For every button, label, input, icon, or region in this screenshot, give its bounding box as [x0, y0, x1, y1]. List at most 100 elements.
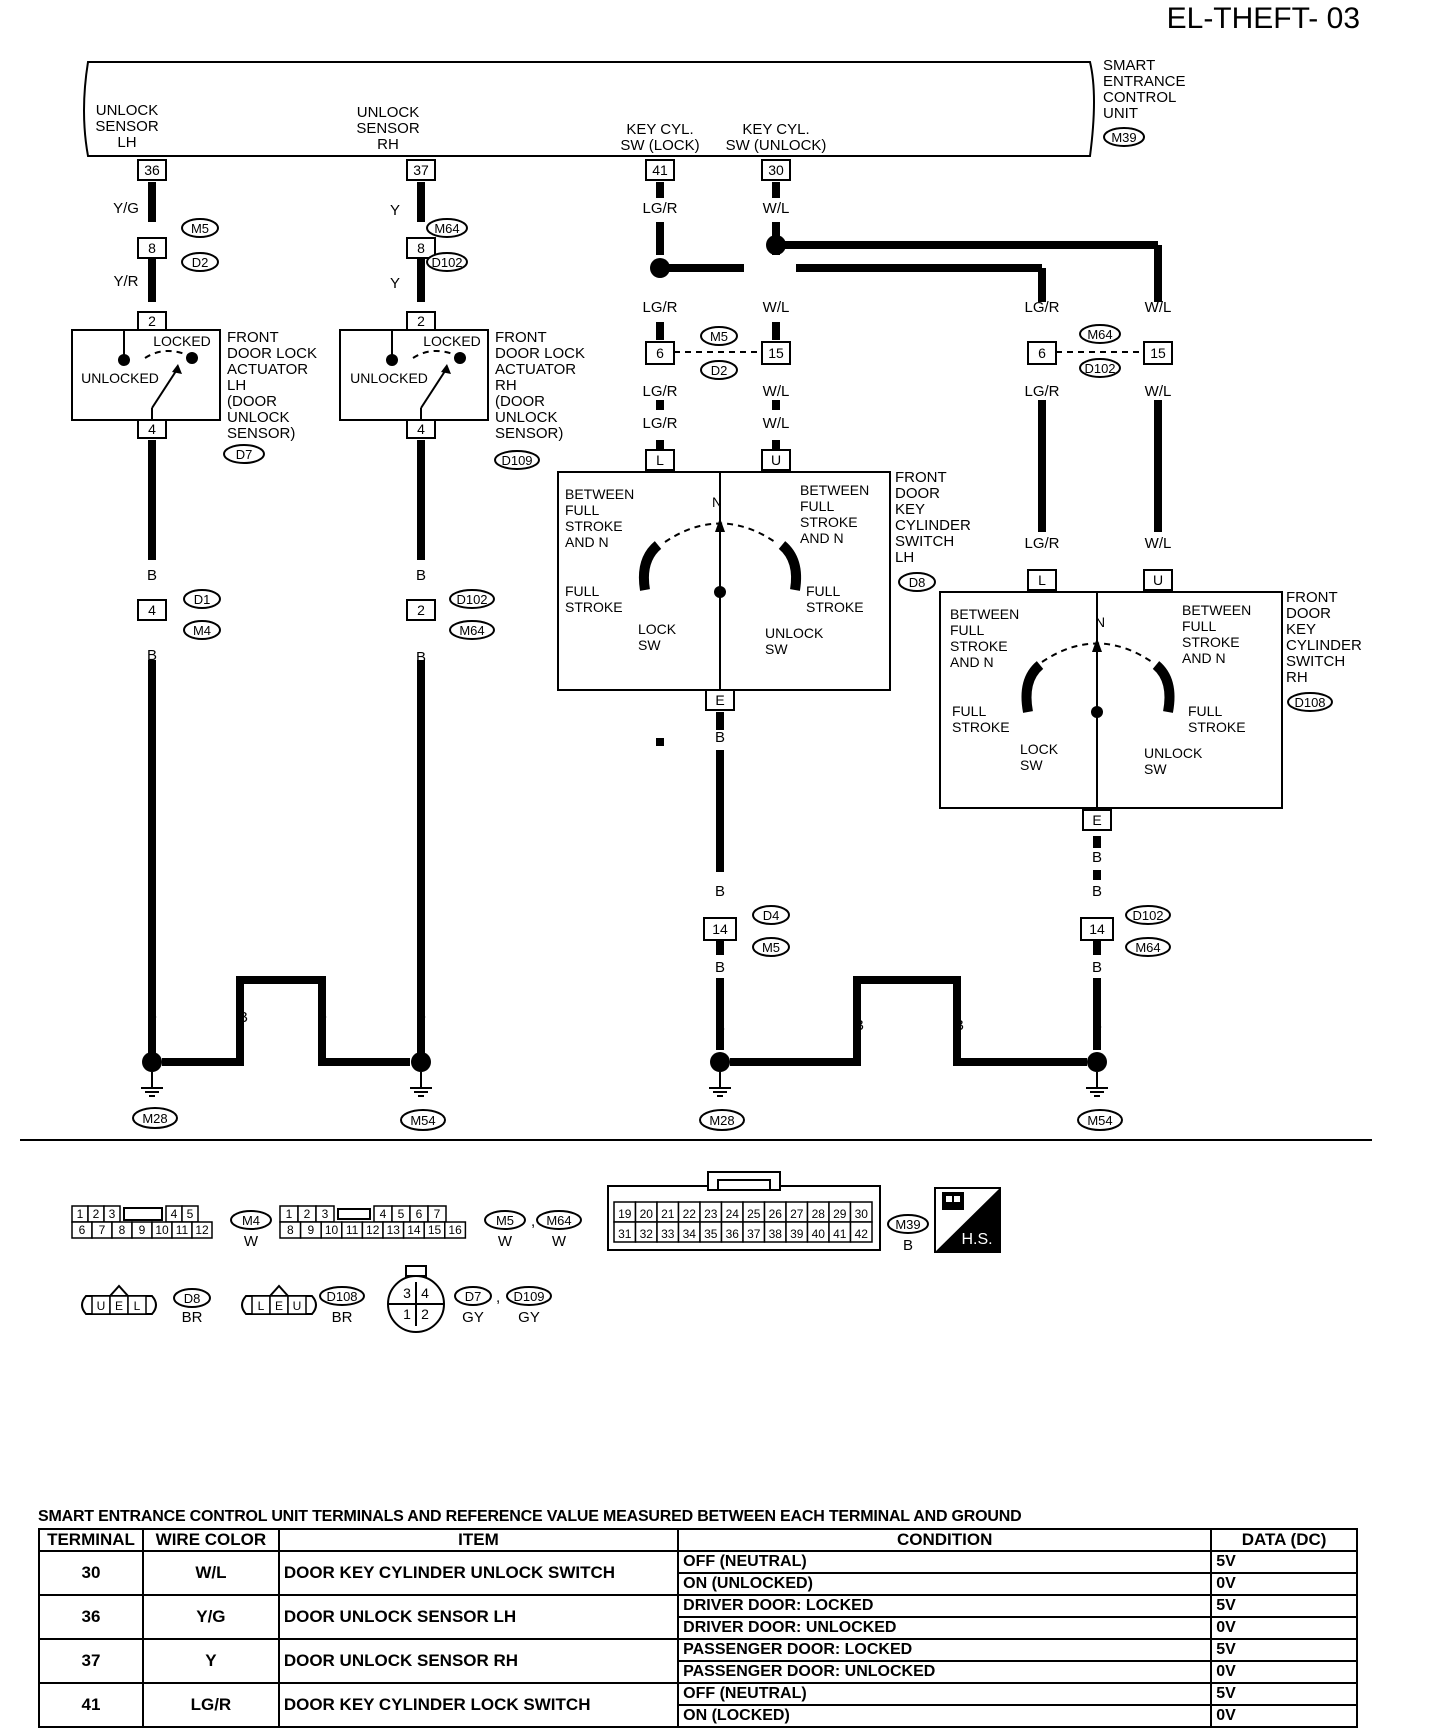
connector-tag-m5: M5 — [181, 218, 219, 238]
cell-item: DOOR KEY CYLINDER LOCK SWITCH — [277, 1682, 680, 1728]
legend-tag-m5: M5 — [484, 1210, 526, 1230]
legend-pin: 9 — [308, 1223, 315, 1237]
legend-pin: 42 — [855, 1227, 869, 1241]
legend-color-d108: BR — [332, 1309, 353, 1326]
svg-text:15: 15 — [1150, 345, 1166, 361]
svg-text:KEY CYL.: KEY CYL. — [626, 121, 693, 138]
svg-text:8: 8 — [417, 240, 425, 256]
legend-pin: 2 — [304, 1207, 311, 1221]
rh-lock-sw: LOCK SW — [1020, 741, 1059, 773]
cell-data: 5V — [1210, 1550, 1358, 1574]
svg-text:SWITCH: SWITCH — [1286, 653, 1345, 670]
table-row: DRIVER DOOR: UNLOCKED 0V — [39, 1616, 1358, 1640]
legend-pin: 2 — [93, 1207, 100, 1221]
legend-color-m4: W — [244, 1233, 259, 1250]
svg-text:UNLOCK: UNLOCK — [1144, 745, 1203, 761]
legend-pin: L — [258, 1299, 265, 1313]
svg-text:AND N: AND N — [565, 534, 609, 550]
rh-full-stroke-left: FULL STROKE — [952, 703, 1010, 735]
svg-text:FRONT: FRONT — [227, 329, 279, 346]
connector-tag-m64: M64 — [426, 218, 468, 238]
rh-full-stroke-right: FULL STROKE — [1188, 703, 1246, 735]
connector-tag-m5: M5 — [700, 326, 738, 346]
svg-text:SW: SW — [765, 641, 788, 657]
svg-text:STROKE: STROKE — [806, 599, 864, 615]
svg-text:KEY: KEY — [1286, 621, 1316, 638]
legend-pin: 24 — [726, 1207, 740, 1221]
svg-text:LOCKED: LOCKED — [153, 333, 211, 349]
legend-pin: 41 — [833, 1227, 847, 1241]
legend-pin: 28 — [812, 1207, 826, 1221]
svg-text:STROKE: STROKE — [565, 518, 623, 534]
svg-text:BETWEEN: BETWEEN — [950, 606, 1019, 622]
svg-text:30: 30 — [768, 162, 784, 178]
cell-condition: PASSENGER DOOR: UNLOCKED — [677, 1660, 1213, 1684]
legend-pin: 1 — [286, 1207, 293, 1221]
key-switch-lh-name: FRONT DOOR KEY CYLINDER SWITCH LH — [895, 469, 971, 566]
cell-condition: DRIVER DOOR: LOCKED — [677, 1594, 1213, 1618]
svg-text:8: 8 — [148, 240, 156, 256]
connector-tag-d102: D102 — [1079, 358, 1121, 378]
legend-pin: 19 — [618, 1207, 632, 1221]
col-header-terminal: TERMINAL — [38, 1528, 144, 1552]
legend-pin: 38 — [769, 1227, 783, 1241]
svg-text:FULL: FULL — [1182, 618, 1216, 634]
cell-wire-color: Y/G — [141, 1594, 280, 1640]
connector-tag-m64: M64 — [449, 620, 495, 640]
inline-connector-d4-m5-pin14: 14 — [703, 917, 737, 941]
svg-text:D8: D8 — [184, 1291, 201, 1306]
connector-tag-d102: D102 — [1125, 905, 1171, 925]
lh-full-stroke-left: FULL STROKE — [565, 583, 623, 615]
legend-pin: 20 — [640, 1207, 654, 1221]
legend-pin: 33 — [661, 1227, 675, 1241]
legend-pin: 16 — [448, 1223, 462, 1237]
svg-text:2: 2 — [417, 313, 425, 329]
wire-color-label: LG/R — [642, 415, 677, 432]
cell-condition: OFF (NEUTRAL) — [677, 1682, 1213, 1706]
legend-pin: 9 — [139, 1223, 146, 1237]
pin-label-unlock-sensor-rh: UNLOCK SENSOR RH — [356, 104, 420, 153]
inline-connector-d1-m4-pin4: 4 — [137, 599, 167, 621]
key-switch-rh-name: FRONT DOOR KEY CYLINDER SWITCH RH — [1286, 589, 1362, 686]
cu-terminal-41: 41 — [645, 159, 675, 181]
svg-text:DOOR: DOOR — [1286, 605, 1331, 622]
cell-terminal: 37 — [38, 1638, 144, 1684]
svg-text:UNLOCKED: UNLOCKED — [81, 370, 159, 386]
cell-data: 0V — [1210, 1616, 1358, 1640]
svg-text:BETWEEN: BETWEEN — [800, 482, 869, 498]
wire-color-label: W/L — [1145, 535, 1172, 552]
svg-text:L: L — [1038, 572, 1046, 588]
svg-text:RH: RH — [1286, 669, 1308, 686]
legend-pin: 3 — [109, 1207, 116, 1221]
table-row: ON (UNLOCKED) 0V — [39, 1572, 1358, 1596]
legend-pin: 35 — [704, 1227, 718, 1241]
junction-dots — [142, 235, 1107, 1072]
legend-comma: , — [496, 1289, 500, 1306]
inline-connector-m5-d2-pin15: 15 — [761, 341, 791, 365]
svg-text:ACTUATOR: ACTUATOR — [227, 361, 308, 378]
svg-text:DOOR LOCK: DOOR LOCK — [227, 345, 317, 362]
legend-pin: 29 — [833, 1207, 847, 1221]
cell-condition: ON (UNLOCKED) — [677, 1572, 1213, 1596]
rh-between-right: BETWEEN FULL STROKE AND N — [1182, 602, 1251, 666]
legend-pin: 5 — [398, 1207, 405, 1221]
svg-text:UNLOCK: UNLOCK — [96, 102, 159, 119]
svg-text:SW (UNLOCK): SW (UNLOCK) — [726, 137, 827, 154]
connector-tag-d109: D109 — [494, 450, 540, 470]
actuator-rh-name: FRONT DOOR LOCK ACTUATOR RH (DOOR UNLOCK… — [495, 329, 585, 442]
wire-color-label: B — [416, 567, 426, 584]
svg-text:L: L — [656, 452, 664, 468]
inline-connector-d102-m64-pin14: 14 — [1080, 917, 1114, 941]
cell-wire-color: Y — [141, 1638, 280, 1684]
svg-text:SW: SW — [1144, 761, 1167, 777]
svg-text:UNLOCK: UNLOCK — [765, 625, 824, 641]
ground-tag-m28-left: M28 — [132, 1107, 178, 1129]
svg-text:LOCK: LOCK — [1020, 741, 1059, 757]
legend-pin: 11 — [176, 1223, 189, 1237]
col-header-condition: CONDITION — [677, 1528, 1213, 1552]
connector-tag-m39: M39 — [1103, 127, 1145, 147]
legend-comma: , — [531, 1213, 535, 1230]
cu-terminal-36: 36 — [137, 159, 167, 181]
connector-tag-m64: M64 — [1125, 937, 1171, 957]
